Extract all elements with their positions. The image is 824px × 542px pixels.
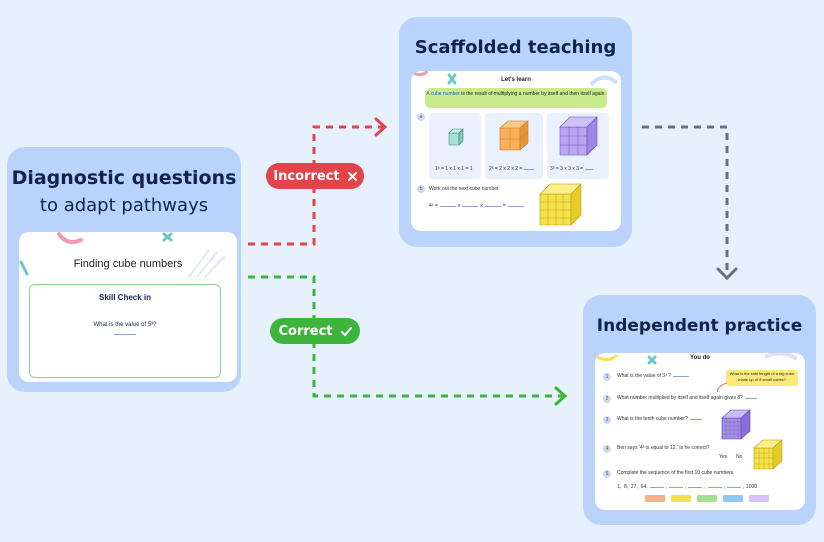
cube-panel-3: 3³ = 3 x 3 x 3 = xyxy=(547,113,609,179)
correct-arrowhead xyxy=(554,386,568,406)
question-number-4: 4 xyxy=(603,445,611,453)
four-cube-icon xyxy=(539,183,582,226)
independent-title: Independent practice xyxy=(596,316,803,336)
answer-box[interactable] xyxy=(697,495,717,502)
question-number-a: a xyxy=(417,113,425,121)
task-text: Work out the next cube number. xyxy=(429,186,500,192)
independent-card: Independent practice You do 1 What is th… xyxy=(583,295,816,525)
check-icon xyxy=(340,326,352,336)
definition-text: is the result of multiplying a number by… xyxy=(459,91,606,97)
answer-box[interactable] xyxy=(645,495,665,502)
question-number-b: b xyxy=(417,185,425,193)
answer-boxes xyxy=(645,495,785,502)
progression-path xyxy=(642,125,729,270)
scaffolded-title: Scaffolded teaching xyxy=(414,37,617,58)
incorrect-label: Incorrect xyxy=(273,168,340,184)
equation-1: 1³ = 1 x 1 x 1 = 1 xyxy=(435,166,473,172)
sequence-row: 1, 8, 27, 64,,,,,, 1000 xyxy=(617,484,758,490)
definition-keyword: A cube number xyxy=(426,91,460,97)
hint-callout: What is the side length of a big cube ma… xyxy=(726,370,798,386)
correct-label: Correct xyxy=(278,323,333,339)
callout-pointer xyxy=(716,382,728,393)
diagnostic-subtitle: to adapt pathways xyxy=(39,195,209,216)
scaffolded-preview: Let's learn A cube number is the result … xyxy=(411,71,621,231)
question-3: What is the tenth cube number? xyxy=(617,416,704,422)
decorative-shapes xyxy=(596,353,799,365)
question-2: What number multiplied by itself and its… xyxy=(617,395,759,401)
independent-preview: You do 1 What is the value of 3³ ? What … xyxy=(595,353,805,510)
ten-cube-icon xyxy=(721,409,751,440)
cross-icon xyxy=(347,171,357,181)
you-do-heading: You do xyxy=(690,355,710,361)
scaffolded-card: Scaffolded teaching Let's learn A cube n… xyxy=(399,17,632,247)
progression-arrowhead xyxy=(716,267,738,281)
correct-path xyxy=(248,275,562,398)
four-cube-icon xyxy=(753,439,783,470)
incorrect-badge: Incorrect xyxy=(266,163,364,189)
diagnostic-title: Diagnostic questions xyxy=(11,167,237,189)
preview-heading: Finding cube numbers xyxy=(73,258,183,270)
answer-box[interactable] xyxy=(723,495,743,502)
incorrect-arrowhead xyxy=(374,117,388,137)
two-cube-icon xyxy=(499,120,529,151)
question-number-3: 3 xyxy=(603,416,611,424)
skill-check-question: What is the value of 5³? xyxy=(93,322,157,328)
question-5: Complete the sequence of the first 10 cu… xyxy=(617,470,735,476)
decorative-shapes xyxy=(19,232,226,278)
question-4: Ben says '4³ is equal to 12.' Is he corr… xyxy=(617,445,710,451)
three-cube-icon xyxy=(559,116,598,156)
answer-no[interactable]: No xyxy=(736,454,743,460)
skill-check-title: Skill Check in xyxy=(98,293,152,302)
diagnostic-preview: Finding cube numbers Skill Check in What… xyxy=(19,232,237,382)
correct-badge: Correct xyxy=(270,318,360,344)
skill-check-box: Skill Check in What is the value of 5³? xyxy=(29,284,221,378)
incorrect-path xyxy=(248,125,384,246)
cube-panel-2: 2³ = 2 x 2 x 2 = xyxy=(485,113,543,179)
equation-2: 2³ = 2 x 2 x 2 = xyxy=(489,166,536,172)
lets-learn-heading: Let's learn xyxy=(501,77,531,83)
answer-box[interactable] xyxy=(671,495,691,502)
cube-panel-1: 1³ = 1 x 1 x 1 = 1 xyxy=(429,113,481,179)
question-number-1: 1 xyxy=(603,373,611,381)
unit-cube-icon xyxy=(448,128,464,146)
answer-line[interactable] xyxy=(114,334,136,335)
equation-3: 3³ = 3 x 3 x 3 = xyxy=(550,166,595,172)
answer-box[interactable] xyxy=(749,495,769,502)
answer-yes[interactable]: Yes xyxy=(719,454,728,460)
question-number-2: 2 xyxy=(603,395,611,403)
question-number-5: 5 xyxy=(603,470,611,478)
diagnostic-card: Diagnostic questions to adapt pathways F… xyxy=(7,147,241,392)
decorative-shapes xyxy=(412,71,619,87)
definition-box: A cube number is the result of multiplyi… xyxy=(425,88,607,108)
question-1: What is the value of 3³ ? xyxy=(617,373,691,379)
